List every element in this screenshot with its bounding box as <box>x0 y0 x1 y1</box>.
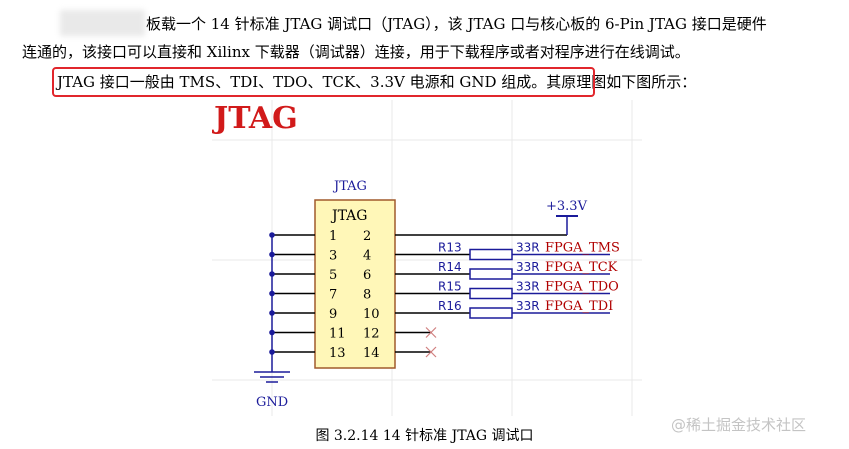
pin-number-left: 11 <box>329 327 346 342</box>
net-label: FPGA_TDI <box>545 299 613 314</box>
resistor-body <box>469 307 513 319</box>
figure-caption: 图 3.2.14 14 针标准 JTAG 调试口 <box>315 428 534 444</box>
watermark: @稀土掘金技术社区 <box>671 416 807 434</box>
connector-body <box>314 199 396 369</box>
resistor-value: 33R <box>516 299 540 313</box>
highlight-box <box>52 67 595 97</box>
pin-number-right: 2 <box>363 229 371 244</box>
resistor-body <box>469 287 513 300</box>
power-net <box>395 215 578 236</box>
connector-label: JTAG <box>330 208 367 224</box>
pin-number-right: 6 <box>363 268 371 283</box>
resistor-body <box>469 248 513 261</box>
pin-number-right: 14 <box>363 346 380 361</box>
pin-number-right: 4 <box>363 249 371 264</box>
paragraph-line-3: JTAG 接口一般由 TMS、TDI、TDO、TCK、3.3V 电源和 GND … <box>57 73 697 91</box>
pin-number-right: 10 <box>363 307 380 322</box>
redacted-text <box>60 10 145 36</box>
pin-number-left: 7 <box>329 288 337 303</box>
resistor-value: 33R <box>516 241 540 255</box>
resistor-ref: R14 <box>438 260 462 274</box>
ground-bus <box>254 232 290 383</box>
resistor-group: R13 33R FPGA_TMS R14 33R FPGA_TCK R15 33R FPGA_T… <box>395 241 620 319</box>
power-label: +3.3V <box>546 199 588 214</box>
no-connect-mark <box>425 327 437 338</box>
resistor-body <box>469 268 513 280</box>
pin-number-left: 5 <box>329 268 337 283</box>
pin-number-right: 12 <box>363 327 380 342</box>
paragraph-line-2: 连通的，该接口可以直接和 Xilinx 下载器（调试器）连接，用于下载程序或者对… <box>22 43 690 61</box>
grid <box>212 100 642 416</box>
pin-number-right: 8 <box>363 288 371 303</box>
pin-number-left: 1 <box>329 229 337 244</box>
net-label: FPGA_TMS <box>545 241 620 256</box>
schematic-title: JTAG <box>212 101 298 136</box>
connector-ref: JTAG <box>332 179 367 194</box>
ground-label: GND <box>256 395 288 410</box>
pin-number-left: 13 <box>329 346 346 361</box>
no-connect-mark <box>425 346 437 358</box>
resistor-ref: R13 <box>438 241 462 255</box>
pin-number-left: 9 <box>329 307 337 322</box>
resistor-value: 33R <box>516 280 540 294</box>
resistor-ref: R16 <box>438 299 462 313</box>
net-label: FPGA_TDO <box>545 280 619 295</box>
resistor-ref: R15 <box>438 280 462 294</box>
paragraph-line-1: 板载一个 14 针标准 JTAG 调试口（JTAG），该 JTAG 口与核心板的… <box>146 15 767 33</box>
net-label: FPGA_TCK <box>545 260 618 275</box>
resistor-value: 33R <box>516 260 540 274</box>
pin-number-left: 3 <box>329 249 337 264</box>
